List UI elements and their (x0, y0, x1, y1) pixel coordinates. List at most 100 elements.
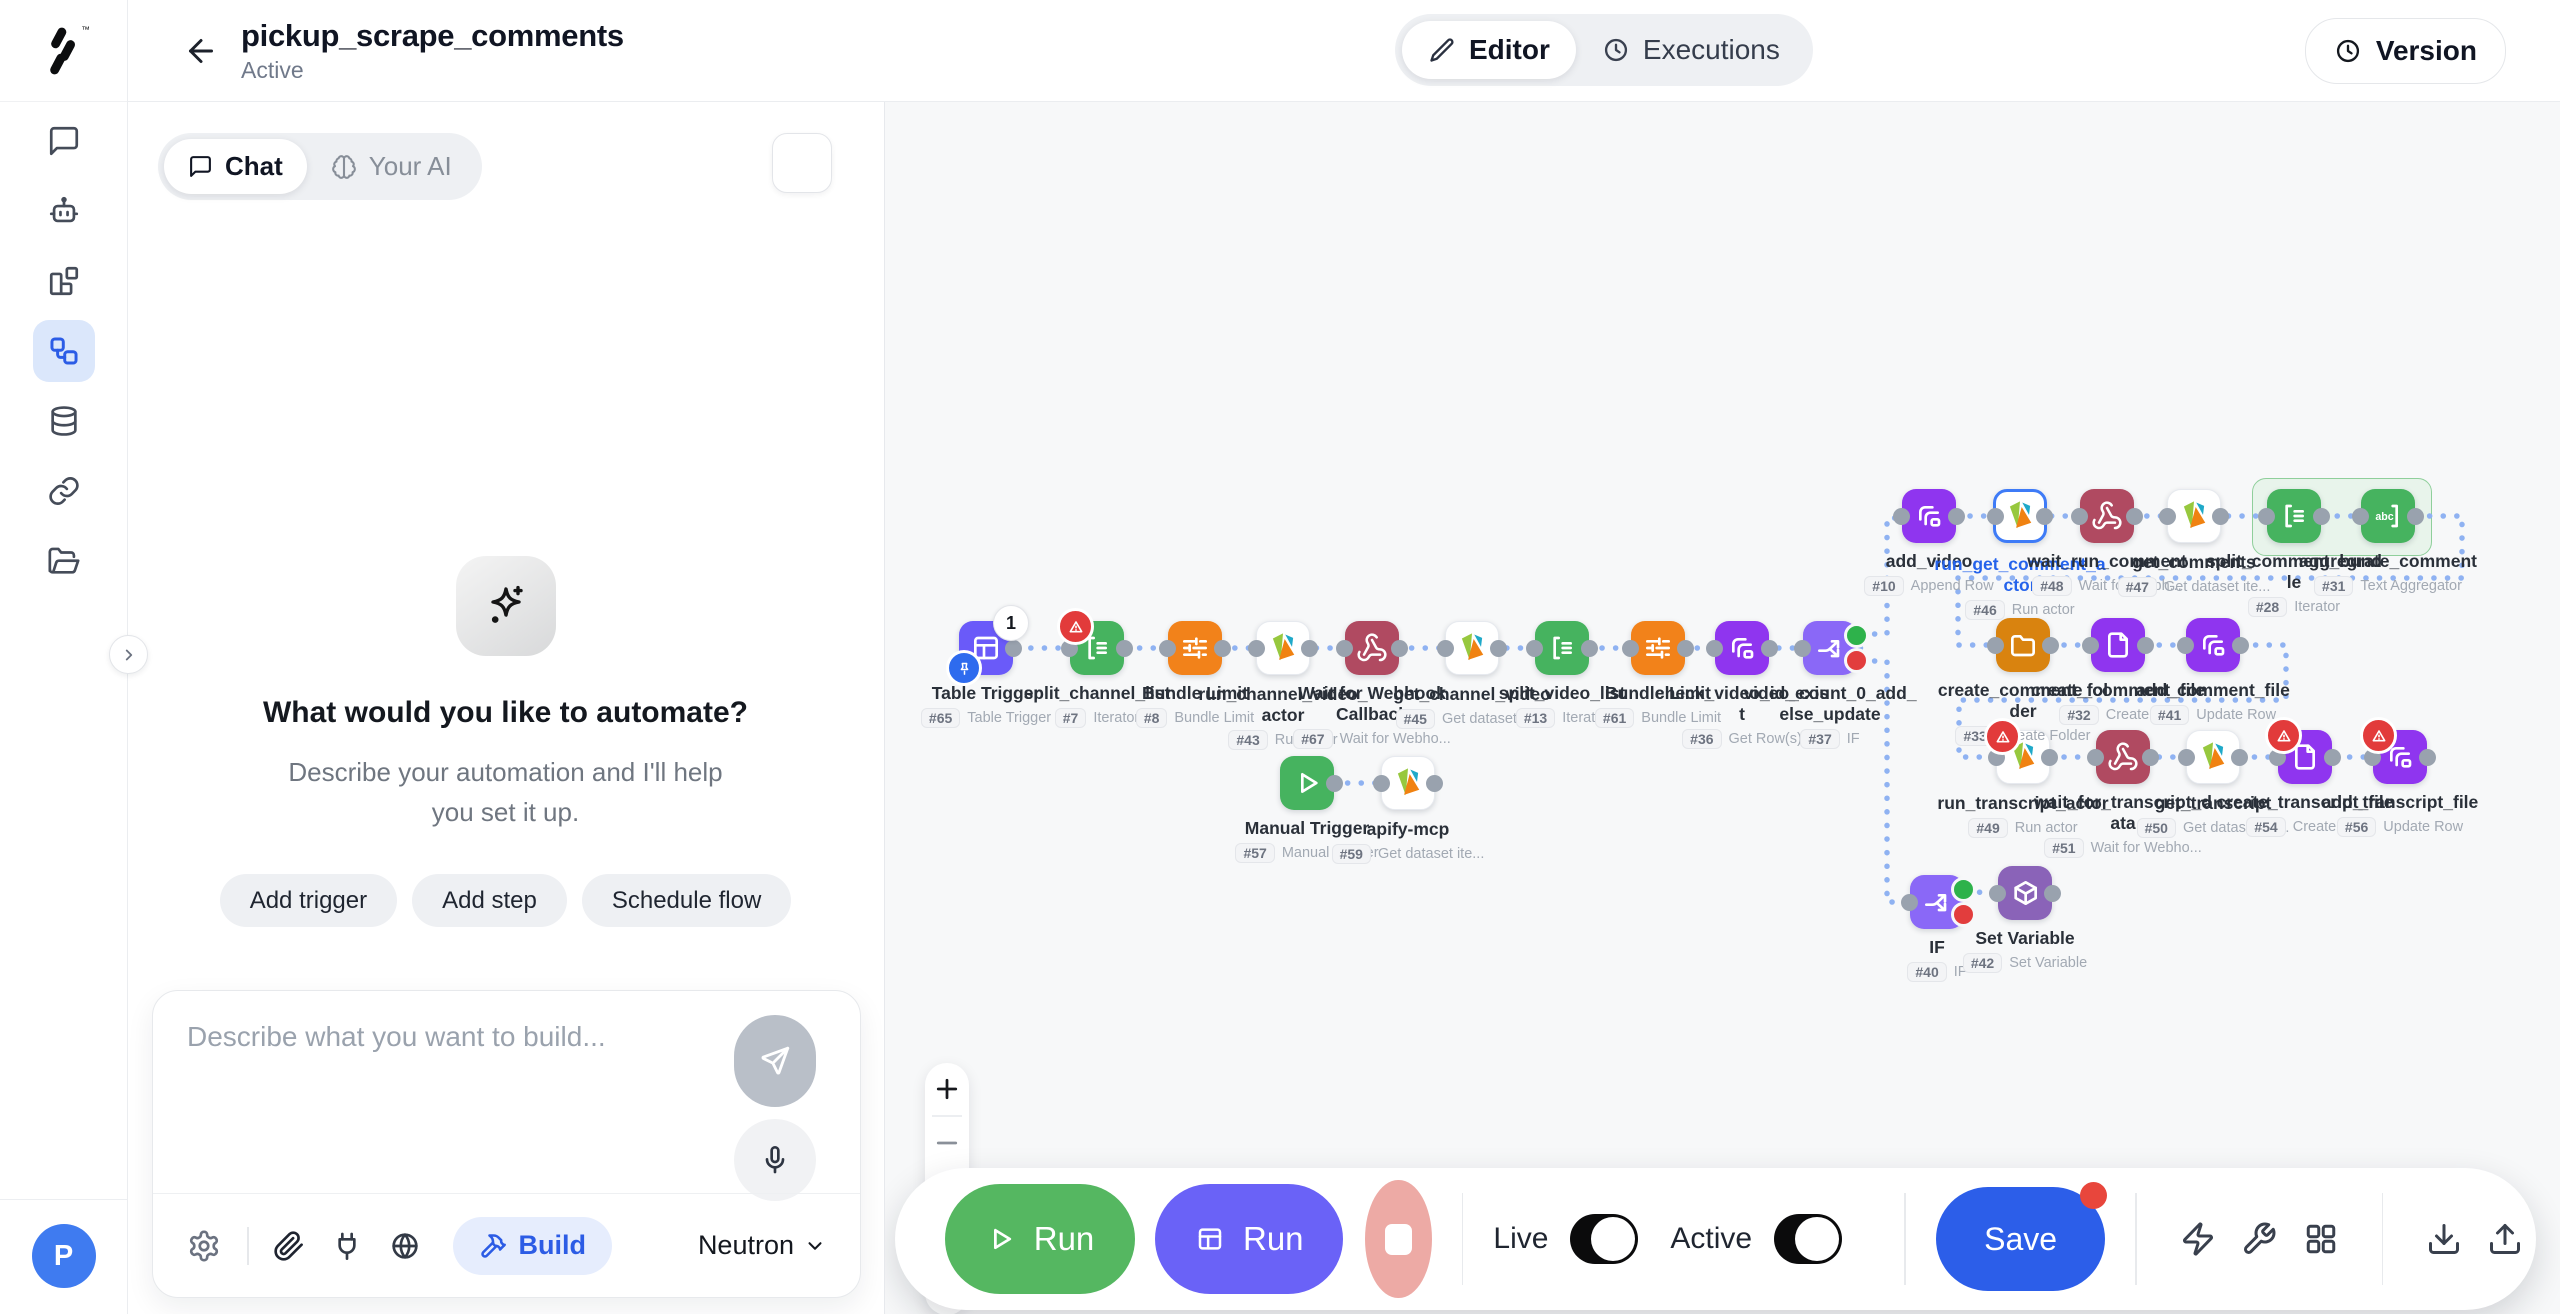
add-step-button[interactable]: Add step (412, 874, 567, 927)
integrations-button[interactable] (331, 1230, 363, 1262)
output-port[interactable] (2212, 507, 2229, 525)
input-port[interactable] (1893, 507, 1910, 525)
zoom-in-button[interactable] (925, 1063, 969, 1115)
true-output-port[interactable] (1844, 623, 1869, 648)
output-port[interactable] (2232, 636, 2249, 654)
input-port[interactable] (1248, 639, 1265, 657)
input-port[interactable] (1373, 774, 1390, 792)
output-port[interactable] (1116, 639, 1133, 657)
true-output-port[interactable] (1951, 877, 1976, 902)
output-port[interactable] (2044, 884, 2061, 902)
false-output-port[interactable] (1951, 902, 1976, 927)
output-port[interactable] (2142, 748, 2159, 766)
input-port[interactable] (2159, 507, 2176, 525)
tab-editor[interactable]: Editor (1402, 21, 1576, 79)
output-port[interactable] (1326, 774, 1343, 792)
active-toggle[interactable] (1774, 1214, 1843, 1264)
output-port[interactable] (1005, 639, 1022, 657)
tools-button[interactable] (2229, 1221, 2290, 1257)
automations-button[interactable] (2167, 1221, 2228, 1257)
live-toggle[interactable] (1570, 1214, 1639, 1264)
collapse-panel-button[interactable] (772, 133, 832, 193)
output-port[interactable] (1214, 639, 1231, 657)
sidebar-item-files[interactable] (33, 530, 95, 592)
sidebar-item-agents[interactable] (33, 180, 95, 242)
expand-panel-handle[interactable] (109, 635, 148, 674)
output-port[interactable] (1948, 507, 1965, 525)
input-port[interactable] (1901, 893, 1918, 911)
run-table-button[interactable]: Run (1155, 1184, 1344, 1294)
output-port[interactable] (1490, 639, 1507, 657)
output-port[interactable] (2137, 636, 2154, 654)
attach-button[interactable] (273, 1230, 305, 1262)
output-port[interactable] (1581, 639, 1598, 657)
input-port[interactable] (2087, 748, 2104, 766)
save-button[interactable]: Save (1935, 1182, 2108, 1291)
input-port[interactable] (1336, 639, 1353, 657)
send-button[interactable] (734, 1015, 816, 1107)
web-button[interactable] (389, 1230, 421, 1262)
input-port[interactable] (1437, 639, 1454, 657)
build-mode-button[interactable]: Build (452, 1216, 612, 1275)
input-port[interactable] (1989, 884, 2006, 902)
output-port[interactable] (1426, 774, 1443, 792)
input-port[interactable] (2178, 748, 2195, 766)
sidebar-item-chat[interactable] (33, 110, 95, 172)
tab-your-ai[interactable]: Your AI (307, 139, 476, 194)
apps-grid-button[interactable] (2290, 1221, 2351, 1257)
output-port[interactable] (2231, 748, 2248, 766)
input-port[interactable] (2177, 636, 2194, 654)
user-avatar[interactable]: P (31, 1224, 96, 1288)
tab-chat[interactable]: Chat (164, 139, 307, 194)
input-port[interactable] (1159, 639, 1176, 657)
add-trigger-button[interactable]: Add trigger (219, 874, 398, 927)
export-button[interactable] (2475, 1221, 2536, 1257)
input-port[interactable] (2082, 636, 2099, 654)
input-port[interactable] (2258, 507, 2275, 525)
input-port[interactable] (2071, 507, 2088, 525)
input-port[interactable] (1526, 639, 1543, 657)
run-flow-button[interactable]: Run (945, 1184, 1136, 1294)
tab-executions[interactable]: Executions (1576, 21, 1806, 79)
sidebar-item-connections[interactable] (33, 460, 95, 522)
zoom-out-button[interactable] (925, 1117, 969, 1169)
mic-button[interactable] (734, 1119, 816, 1201)
input-port[interactable] (1987, 636, 2004, 654)
import-button[interactable] (2413, 1221, 2474, 1257)
sidebar-item-components[interactable] (33, 250, 95, 312)
output-port[interactable] (1761, 639, 1778, 657)
app-logo[interactable]: ™ (0, 0, 127, 102)
output-port[interactable] (2042, 636, 2059, 654)
output-port[interactable] (2036, 507, 2053, 525)
false-output-port[interactable] (1844, 648, 1869, 673)
output-port[interactable] (2407, 507, 2424, 525)
output-port[interactable] (2313, 507, 2330, 525)
output-port[interactable] (1301, 639, 1318, 657)
settings-button[interactable] (187, 1229, 221, 1263)
input-port[interactable] (1794, 639, 1811, 657)
output-port[interactable] (2041, 748, 2058, 766)
